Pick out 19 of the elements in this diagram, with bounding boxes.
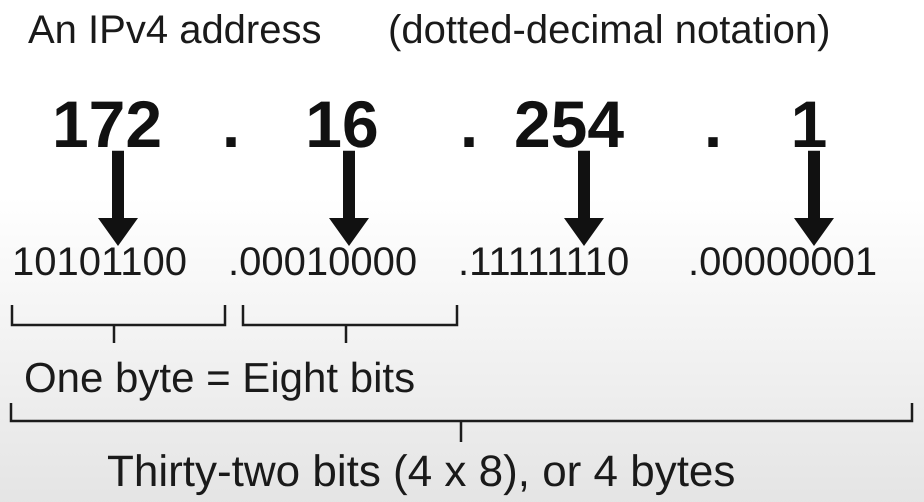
down-arrow (564, 150, 604, 246)
title: An IPv4 address (28, 7, 322, 53)
dot-separator: . (704, 98, 722, 151)
down-arrow (329, 150, 369, 246)
address-size-note: Thirty-two bits (4 x 8), or 4 bytes (107, 447, 736, 498)
decimal-octet: 172 (52, 98, 162, 151)
down-arrow (794, 150, 834, 246)
binary-octet: .00000001 (688, 246, 878, 278)
binary-octet: .11111110 (458, 246, 630, 278)
dot-separator: . (222, 98, 240, 151)
down-arrow (98, 150, 138, 246)
notation-note: (dotted-decimal notation) (388, 7, 830, 53)
decimal-octet: 254 (514, 98, 624, 151)
decimal-octet: 16 (305, 98, 379, 151)
binary-octet: .00010000 (228, 246, 418, 278)
dot-separator: . (460, 98, 478, 151)
decimal-octet: 1 (790, 98, 828, 151)
byte-size-note: One byte = Eight bits (24, 354, 416, 402)
binary-octet: 10101100 (12, 246, 187, 278)
